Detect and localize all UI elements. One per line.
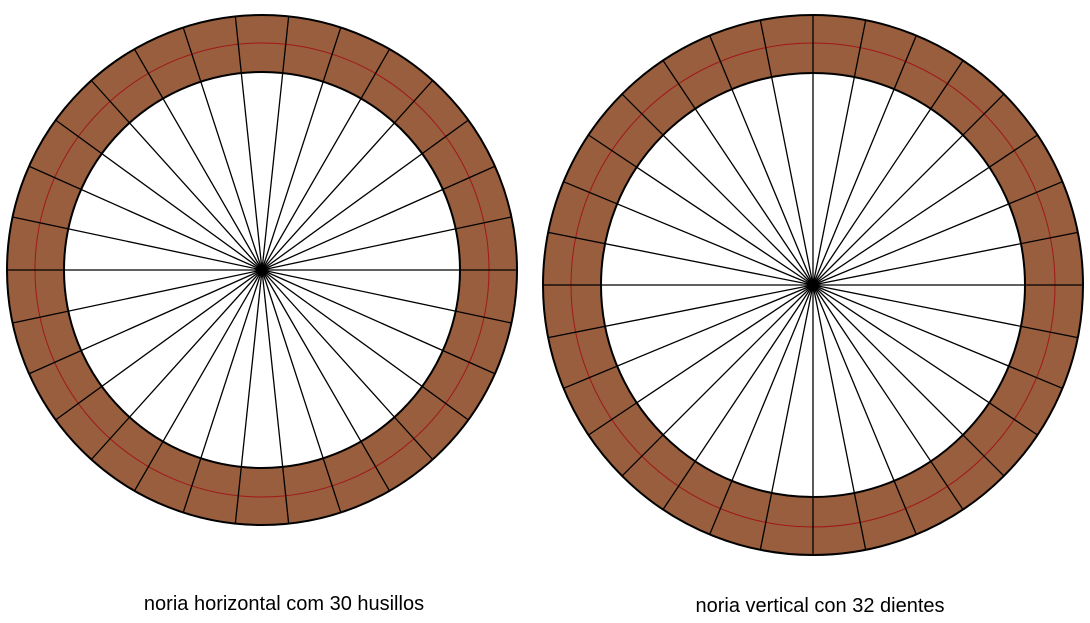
spoke	[234, 16, 263, 271]
spoke	[261, 165, 496, 271]
spoke	[662, 284, 814, 510]
spoke	[261, 269, 290, 524]
spoke	[12, 269, 263, 324]
spoke	[261, 269, 391, 492]
spoke	[261, 119, 469, 271]
spoke	[812, 20, 867, 286]
spoke	[12, 216, 263, 271]
spoke	[759, 284, 814, 550]
spoke	[812, 35, 917, 286]
spoke	[28, 269, 263, 375]
spoke	[709, 35, 814, 286]
spoke	[90, 269, 263, 460]
spoke	[261, 269, 512, 324]
spoke	[28, 165, 263, 271]
spoke	[812, 284, 1063, 389]
spoke	[588, 134, 814, 286]
spoke	[812, 284, 867, 550]
hub	[257, 265, 267, 275]
spoke	[812, 181, 1063, 286]
spoke	[133, 269, 263, 492]
spoke	[812, 284, 917, 535]
spoke	[812, 93, 1005, 286]
spoke	[812, 231, 1078, 286]
spoke	[812, 134, 1038, 286]
outer-rim-edge	[542, 14, 1084, 556]
outer-rim-edge	[6, 14, 518, 526]
spoke	[55, 119, 263, 271]
spoke	[55, 269, 263, 421]
spoke	[261, 269, 469, 421]
wheel-vertical	[542, 14, 1084, 556]
spoke	[182, 269, 263, 513]
spoke	[261, 216, 512, 271]
spoke	[812, 284, 1038, 436]
spoke	[563, 284, 814, 389]
spoke	[261, 80, 434, 271]
spoke	[709, 284, 814, 535]
inner-rim-edge	[63, 71, 461, 469]
spoke	[812, 284, 1005, 477]
spoke	[133, 48, 263, 271]
spoke	[261, 269, 342, 513]
spoke	[812, 284, 1078, 339]
spoke	[548, 284, 814, 339]
spoke	[261, 269, 496, 375]
spoke	[261, 27, 342, 271]
spoke	[588, 284, 814, 436]
spoke	[261, 16, 290, 271]
spoke	[261, 269, 434, 460]
spoke	[261, 48, 391, 271]
caption-horizontal-wheel: noria horizontal com 30 husillos	[143, 593, 425, 615]
spoke	[563, 181, 814, 286]
caption-vertical-wheel: noria vertical con 32 dientes	[695, 595, 945, 617]
spoke	[812, 284, 964, 510]
spoke	[548, 231, 814, 286]
spoke	[662, 60, 814, 286]
spoke	[234, 269, 263, 524]
spoke	[182, 27, 263, 271]
spoke	[759, 20, 814, 286]
inner-rim-edge	[600, 72, 1026, 498]
hub	[808, 280, 818, 290]
spoke	[621, 93, 814, 286]
spoke	[621, 284, 814, 477]
spoke	[812, 60, 964, 286]
spoke	[90, 80, 263, 271]
wheel-horizontal	[6, 14, 518, 526]
